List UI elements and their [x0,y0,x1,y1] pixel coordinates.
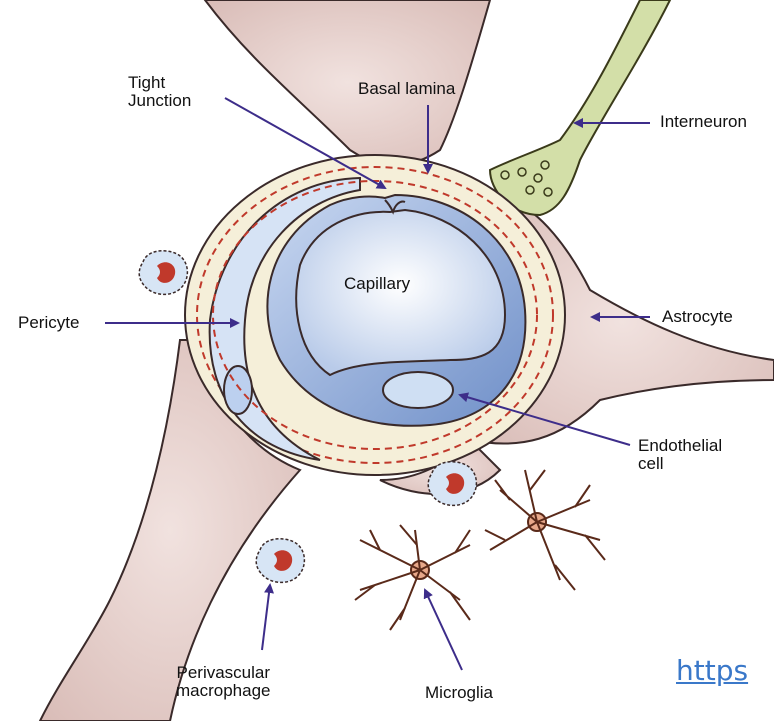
capillary-complex [185,155,565,475]
label-endothelial-line1: Endothelial [638,437,722,455]
label-capillary: Capillary [344,274,410,294]
microglia-2 [485,470,605,590]
microglia-1 [355,525,470,630]
label-pericyte: Pericyte [18,314,79,332]
endothelial-nucleus [383,372,453,408]
label-endothelial-cell: Endothelial cell [638,437,722,473]
macrophage-2 [428,462,476,506]
label-basal-lamina: Basal lamina [358,80,455,98]
source-link[interactable]: https [676,654,774,687]
pericyte-nucleus [224,366,252,414]
label-tight-junction: Tight Junction [128,74,191,110]
macrophage-1 [139,251,187,295]
arrow-perivascular [262,585,270,650]
label-perivascular-macrophage: Perivascular macrophage [176,664,271,700]
interneuron [490,0,670,215]
label-interneuron: Interneuron [660,113,747,131]
label-tight-junction-line1: Tight [128,74,191,92]
macrophage-3 [256,539,304,583]
microglia-cells [355,470,605,630]
label-perivascular-line2: macrophage [176,682,271,700]
label-endothelial-line2: cell [638,455,722,473]
interneuron-axon [490,0,670,215]
label-tight-junction-line2: Junction [128,92,191,110]
label-microglia: Microglia [425,684,493,702]
label-astrocyte: Astrocyte [662,308,733,326]
label-perivascular-line1: Perivascular [176,664,271,682]
